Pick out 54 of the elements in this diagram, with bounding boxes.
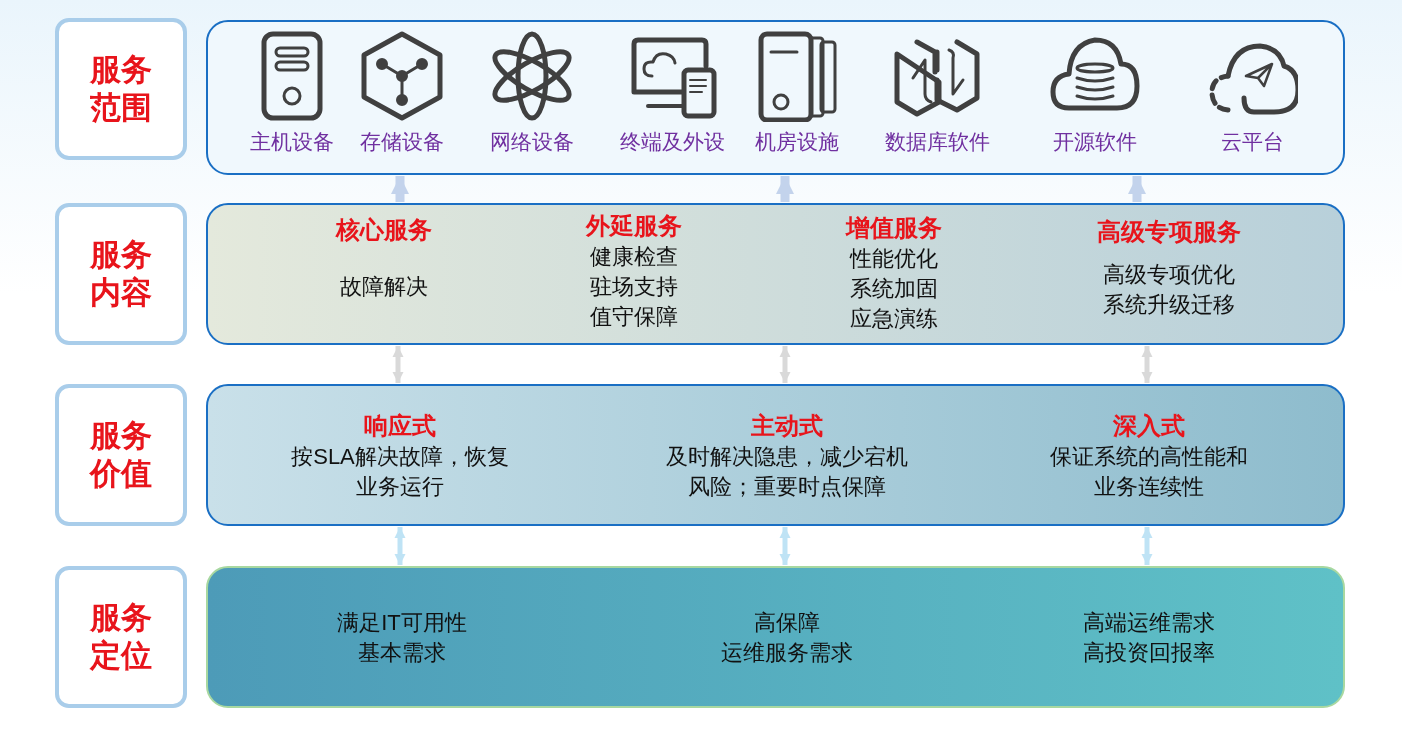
service-text: 值守保障 <box>589 303 679 331</box>
arrow <box>1127 176 1147 202</box>
service-text: 满足IT可用性 <box>337 609 467 637</box>
service-heading: 高级专项服务 <box>1097 217 1241 247</box>
item-label: 机房设施 <box>755 129 839 155</box>
section-label-box <box>55 203 187 345</box>
section-label: 服务价值 <box>89 417 153 493</box>
service-text: 高投资回报率 <box>1082 639 1216 667</box>
service-heading: 外延服务 <box>586 211 682 241</box>
service-text: 运维服务需求 <box>720 639 854 667</box>
double-arrow <box>779 527 791 565</box>
item-label: 数据库软件 <box>884 129 990 155</box>
double-arrow <box>1141 527 1153 565</box>
service-text: 及时解决隐患，减少宕机风险；重要时点保障 <box>665 443 909 501</box>
layer-band <box>206 384 1345 526</box>
service-heading: 主动式 <box>751 411 823 441</box>
service-text: 按SLA解决故障，恢复业务运行 <box>290 443 510 501</box>
section-label: 服务定位 <box>89 599 153 675</box>
layer-band <box>206 566 1345 708</box>
service-text: 系统升级迁移 <box>1102 291 1236 319</box>
service-text: 系统加固 <box>849 275 939 303</box>
service-text: 基本需求 <box>357 639 447 667</box>
service-text: 高级专项优化 <box>1102 261 1236 289</box>
item-label: 网络设备 <box>490 129 574 155</box>
service-text: 性能优化 <box>848 245 939 273</box>
section-label: 服务内容 <box>89 236 153 312</box>
section-label-box <box>55 566 187 708</box>
service-heading: 核心服务 <box>336 215 432 245</box>
service-text: 保证系统的高性能和业务连续性 <box>1049 443 1249 501</box>
item-label: 存储设备 <box>360 129 444 155</box>
double-arrow <box>394 527 406 565</box>
service-text: 高端运维需求 <box>1083 609 1215 637</box>
section-label-box <box>55 384 187 526</box>
service-text: 高保障 <box>754 609 820 637</box>
service-heading: 深入式 <box>1113 411 1185 441</box>
service-heading: 增值服务 <box>846 213 942 243</box>
double-arrow <box>779 346 791 383</box>
service-text: 应急演练 <box>849 305 939 333</box>
arrow <box>775 176 795 202</box>
item-label: 云平台 <box>1220 129 1284 155</box>
item-label: 开源软件 <box>1053 129 1137 155</box>
arrow <box>390 176 410 202</box>
section-label: 服务范围 <box>89 51 153 127</box>
layer-band <box>206 203 1345 345</box>
service-text: 故障解决 <box>339 273 429 301</box>
service-text: 驻场支持 <box>589 273 679 301</box>
service-text: 健康检查 <box>589 243 679 271</box>
item-label: 终端及外设 <box>619 129 725 155</box>
section-label-box <box>55 18 187 160</box>
double-arrow <box>392 346 404 383</box>
service-heading: 响应式 <box>364 411 436 441</box>
layer-band <box>206 20 1345 175</box>
double-arrow <box>1141 346 1153 383</box>
item-label: 主机设备 <box>250 129 334 155</box>
